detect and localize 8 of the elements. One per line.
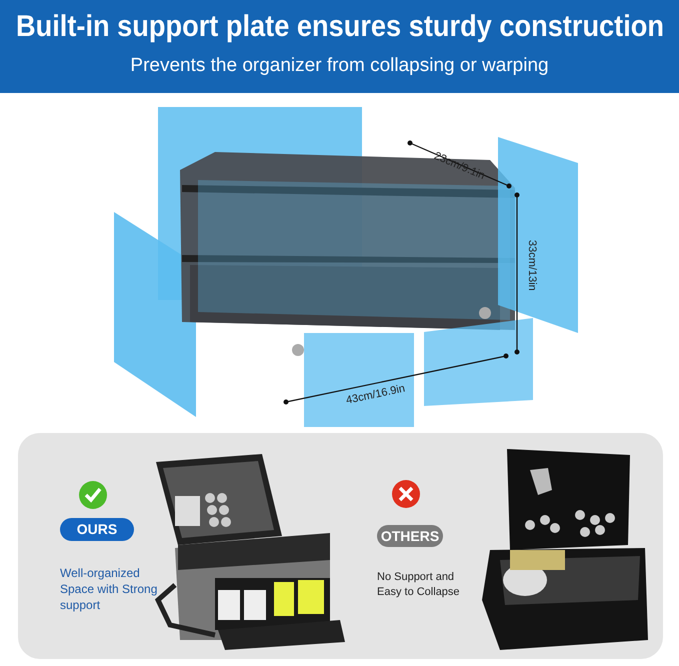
- badge-pill: OURS: [60, 518, 134, 541]
- dimension-label: 33cm/13in: [526, 240, 538, 291]
- drawback-text: No Support and Easy to Collapse: [377, 570, 461, 600]
- title: Built-in support plate ensures sturdy construction: [16, 10, 664, 44]
- subtitle: Prevents the organizer from collapsing or warping: [130, 55, 549, 77]
- dimension-label: 43cm/16.9in: [345, 382, 406, 407]
- badge-pill: OTHERS: [377, 525, 443, 547]
- benefit-text: Well-organized Space with Strong support: [60, 565, 158, 613]
